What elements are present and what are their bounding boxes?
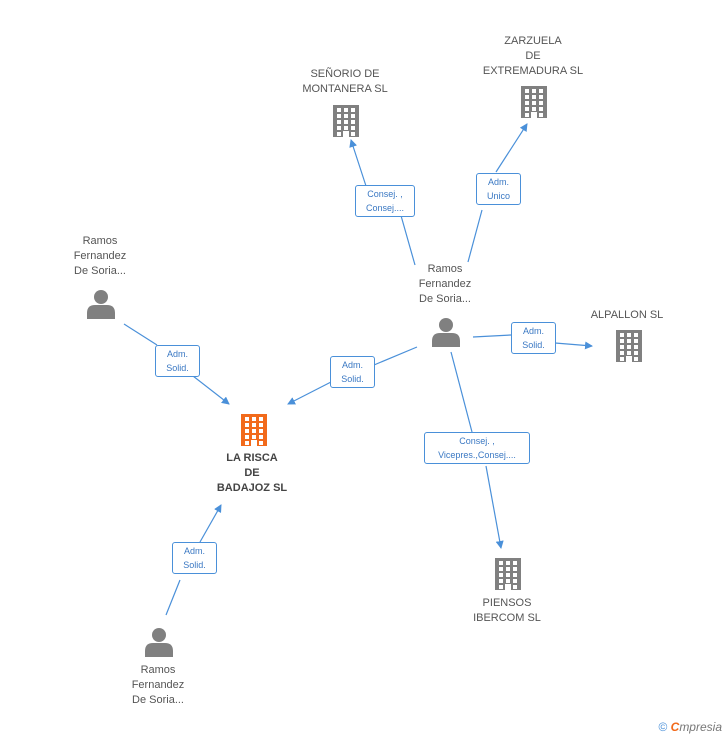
edge-left-main xyxy=(123,323,229,404)
label-line: Solid. xyxy=(166,363,189,373)
label-line: SEÑORIO DE xyxy=(310,68,380,80)
building-icon-piensos[interactable] xyxy=(495,558,521,590)
edge-center-main xyxy=(288,346,418,404)
building-icon-senorio[interactable] xyxy=(333,105,359,137)
edge-label-center-main[interactable]: Adm. Solid. xyxy=(330,356,375,388)
label-line: Consej. , xyxy=(367,189,403,199)
node-label-alpallon[interactable]: ALPALLON SL xyxy=(582,308,672,323)
node-label-zarzuela[interactable]: ZARZUELA DE EXTREMADURA SL xyxy=(472,34,594,79)
brand-logo-text: mpresia xyxy=(679,720,722,734)
label-line: De Soria... xyxy=(419,293,471,305)
label-line: Unico xyxy=(486,191,510,201)
label-line: Vicepres.,Consej.... xyxy=(438,450,516,460)
label-line: Solid. xyxy=(341,374,364,384)
label-line: BADAJOZ SL xyxy=(216,482,288,494)
label-line: Adm. xyxy=(183,546,205,556)
edge-label-left-main[interactable]: Adm. Solid. xyxy=(155,345,200,377)
node-label-senorio[interactable]: SEÑORIO DE MONTANERA SL xyxy=(290,67,400,97)
label-line: Solid. xyxy=(522,340,545,350)
person-icon-bottom[interactable] xyxy=(145,628,173,657)
node-label-person-center[interactable]: Ramos Fernandez De Soria... xyxy=(400,262,490,307)
node-label-person-left[interactable]: Ramos Fernandez De Soria... xyxy=(55,234,145,279)
label-line: LA RISCA xyxy=(226,452,278,464)
edge-label-bottom-main[interactable]: Adm. Solid. xyxy=(172,542,217,574)
label-line: Adm. xyxy=(341,360,363,370)
brand-logo-letter: C xyxy=(670,720,680,734)
label-line: MONTANERA SL xyxy=(302,83,388,95)
label-line: Solid. xyxy=(183,560,206,570)
building-icon-zarzuela[interactable] xyxy=(521,86,547,118)
person-icon-center[interactable] xyxy=(432,318,460,347)
edge-label-center-alpallon[interactable]: Adm. Solid. xyxy=(511,322,556,354)
label-line: Ramos xyxy=(427,263,463,275)
label-line: Ramos xyxy=(140,664,176,676)
label-line: Fernandez xyxy=(73,250,127,262)
label-line: Adm. xyxy=(487,177,509,187)
label-line: Ramos xyxy=(82,235,118,247)
label-line: Consej. , xyxy=(459,436,495,446)
edge-center-piensos xyxy=(450,351,501,548)
label-line: PIENSOS xyxy=(482,597,532,609)
node-label-piensos[interactable]: PIENSOS IBERCOM SL xyxy=(462,596,552,626)
label-line: IBERCOM SL xyxy=(473,612,541,624)
label-line: Consej.... xyxy=(365,203,405,213)
building-icon-main[interactable] xyxy=(241,414,267,446)
edge-center-zarzuela xyxy=(467,124,527,263)
label-line: Fernandez xyxy=(418,278,472,290)
building-icon-alpallon[interactable] xyxy=(616,330,642,362)
edge-bottom-main xyxy=(165,505,221,616)
person-icon-left[interactable] xyxy=(87,290,115,319)
label-line: DE xyxy=(525,50,541,62)
label-line: ZARZUELA xyxy=(504,35,562,47)
node-label-main[interactable]: LA RISCA DE BADAJOZ SL xyxy=(202,451,302,496)
node-label-person-bottom[interactable]: Ramos Fernandez De Soria... xyxy=(113,663,203,708)
label-line: De Soria... xyxy=(74,265,126,277)
label-line: De Soria... xyxy=(132,694,184,706)
edge-center-alpallon xyxy=(472,334,592,346)
label-line: EXTREMADURA SL xyxy=(482,65,584,77)
edge-label-center-senorio[interactable]: Consej. , Consej.... xyxy=(355,185,415,217)
label-line: Adm. xyxy=(522,326,544,336)
label-line: ALPALLON SL xyxy=(590,309,664,321)
edge-label-center-piensos[interactable]: Consej. , Vicepres.,Consej.... xyxy=(424,432,530,464)
copyright-icon: © xyxy=(658,720,668,734)
label-line: Fernandez xyxy=(131,679,185,691)
label-line: DE xyxy=(244,467,260,479)
edge-label-center-zarzuela[interactable]: Adm. Unico xyxy=(476,173,521,205)
footer-brand: © Cmpresia xyxy=(658,720,722,734)
label-line: Adm. xyxy=(166,349,188,359)
